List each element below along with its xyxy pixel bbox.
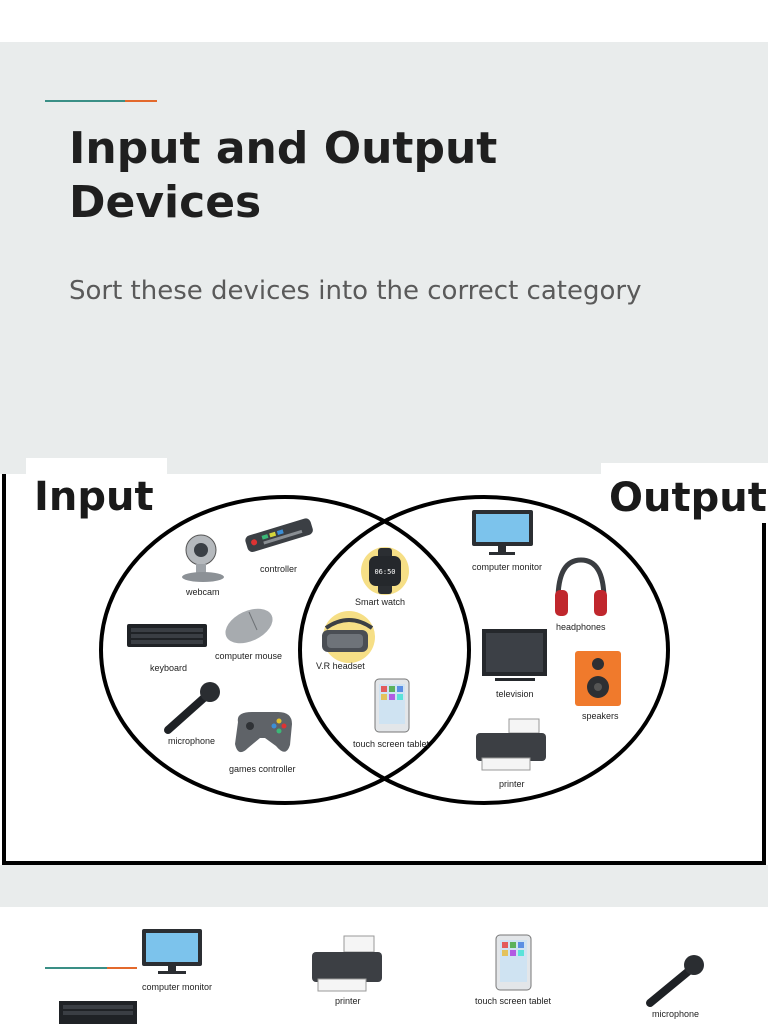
- microphone-label: microphone: [168, 736, 215, 746]
- smart-watch-label: Smart watch: [355, 597, 405, 607]
- headphones-icon[interactable]: [555, 557, 607, 616]
- microphone-icon[interactable]: [164, 682, 220, 734]
- tablet-label: touch screen tablet: [353, 739, 430, 749]
- page-subtitle: Sort these devices into the correct cate…: [69, 276, 642, 306]
- controller-label: controller: [260, 564, 297, 574]
- input-circle: [99, 495, 471, 805]
- card-computer-monitor-icon[interactable]: [142, 929, 202, 974]
- output-category-label: Output: [601, 463, 768, 523]
- card-microphone-label: microphone: [652, 1009, 699, 1019]
- card-computer-monitor-label: computer monitor: [142, 982, 212, 992]
- accent-line-orange: [125, 100, 157, 102]
- printer-label: printer: [499, 779, 525, 789]
- venn-panel: [0, 474, 768, 865]
- vr-headset-label: V.R headset: [316, 661, 365, 671]
- television-icon[interactable]: [482, 629, 547, 681]
- card-printer-icon[interactable]: [312, 935, 382, 992]
- headphones-label: headphones: [556, 622, 606, 632]
- television-label: television: [496, 689, 534, 699]
- card-tablet-label: touch screen tablet: [475, 996, 552, 1006]
- watch-time: 06:50: [374, 568, 395, 576]
- card-microphone-icon[interactable]: [646, 955, 704, 1007]
- card-keyboard-icon[interactable]: [59, 1001, 137, 1024]
- printer-icon[interactable]: [476, 718, 546, 771]
- tablet-icon[interactable]: [374, 678, 410, 733]
- vr-headset-icon[interactable]: [322, 611, 375, 663]
- accent-line-teal-2: [45, 967, 107, 969]
- output-circle: [298, 495, 670, 805]
- card-tablet-icon[interactable]: [495, 934, 532, 991]
- computer-mouse-icon[interactable]: [220, 602, 278, 650]
- venn-frame: [2, 474, 766, 865]
- slide-device-cards: computer monitor printer touch screen ta…: [0, 907, 768, 1024]
- page-title: Input and Output Devices: [69, 123, 498, 228]
- input-category-label: Input: [26, 458, 167, 522]
- computer-mouse-label: computer mouse: [215, 651, 282, 661]
- webcam-icon[interactable]: [182, 534, 224, 582]
- games-controller-label: games controller: [229, 764, 296, 774]
- keyboard-label: keyboard: [150, 663, 187, 673]
- device-cards: computer monitor printer touch screen ta…: [59, 929, 704, 1024]
- computer-monitor-icon[interactable]: [472, 510, 533, 555]
- webcam-label: webcam: [185, 587, 220, 597]
- remote-control-icon[interactable]: [244, 517, 314, 553]
- speakers-label: speakers: [582, 711, 619, 721]
- card-printer-label: printer: [335, 996, 361, 1006]
- keyboard-icon[interactable]: [127, 624, 207, 647]
- smart-watch-icon[interactable]: 06:50: [361, 547, 409, 595]
- games-controller-icon[interactable]: [235, 712, 292, 753]
- accent-line-teal: [45, 100, 125, 102]
- accent-line-orange-2: [107, 967, 137, 969]
- venn-diagram: webcam controller keyboard computer mous…: [99, 495, 670, 805]
- speaker-icon[interactable]: [575, 651, 621, 706]
- computer-monitor-label: computer monitor: [472, 562, 542, 572]
